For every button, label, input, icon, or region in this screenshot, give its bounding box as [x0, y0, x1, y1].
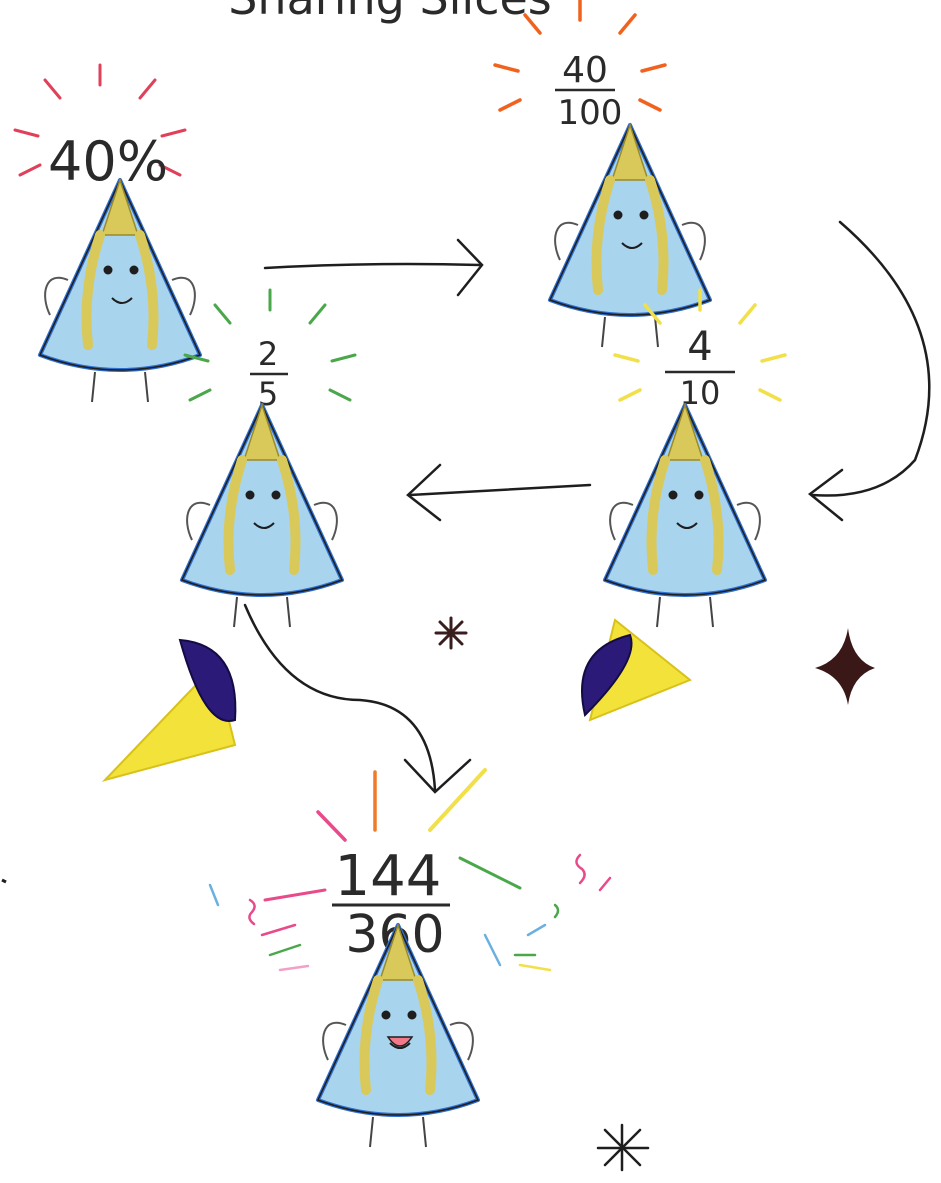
slice-label: 40% [48, 130, 168, 193]
stray-mark [2, 880, 6, 882]
party-popper-icon [105, 640, 235, 780]
page-title: Sharing Slices [228, 0, 552, 25]
slice-character [318, 925, 478, 1147]
arrow-curve-down [810, 222, 929, 520]
slice-character [40, 180, 200, 402]
slice-40-percent: 40% [15, 65, 200, 402]
asterisk-star-icon [598, 1125, 648, 1170]
asterisk-star-icon [436, 618, 466, 648]
fraction-numerator: 4 [687, 324, 712, 370]
slice-character [182, 405, 342, 627]
slice-144-over-360: 144 360 [265, 770, 520, 1147]
fraction-numerator: 144 [335, 844, 442, 909]
arrow-right [265, 240, 482, 295]
fraction-denominator: 100 [558, 93, 623, 133]
arrow-left [408, 465, 590, 520]
four-point-star-icon [815, 628, 875, 705]
fraction-numerator: 2 [258, 335, 278, 373]
slice-40-over-100: 40 100 [495, 0, 710, 347]
party-popper-icon [582, 620, 690, 720]
slice-4-over-10: 4 10 [605, 290, 785, 627]
slice-2-over-5: 2 5 [182, 290, 355, 627]
slice-character [605, 405, 765, 627]
slice-character [550, 125, 710, 347]
fraction-numerator: 40 [562, 50, 608, 91]
